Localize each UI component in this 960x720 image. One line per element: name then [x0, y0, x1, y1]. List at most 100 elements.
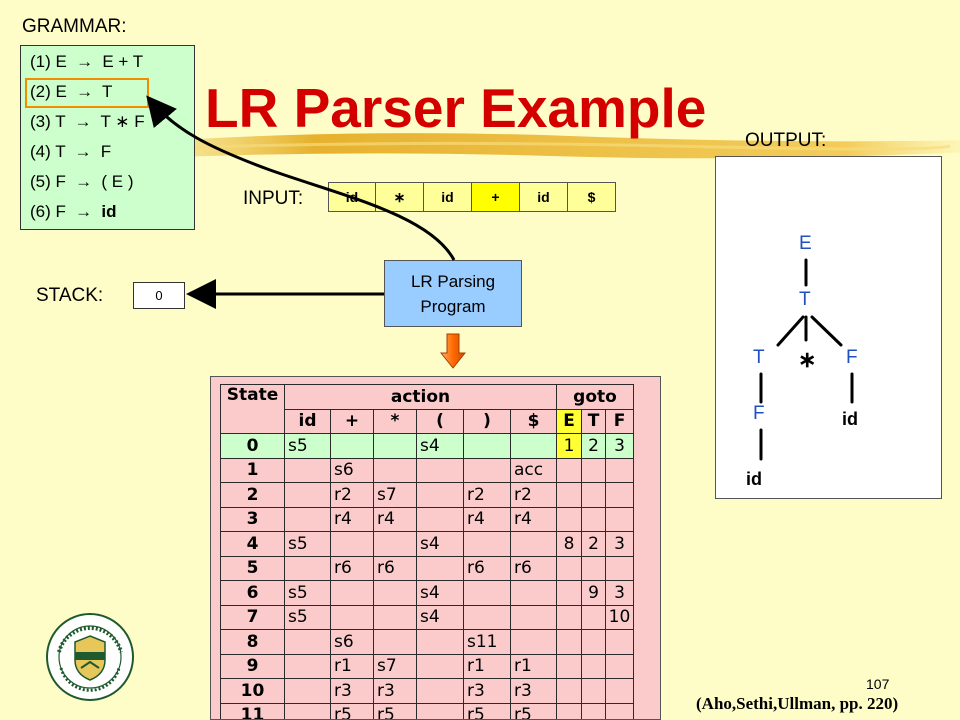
table-action-cell: r2 [330, 482, 374, 508]
table-action-cell [416, 457, 464, 483]
rule-lhs: E [55, 82, 67, 101]
input-token-cell: id [520, 182, 568, 212]
grammar-rule-1: (1) E → E + T [30, 52, 143, 72]
table-action-cell: r5 [330, 702, 374, 719]
table-action-cell [373, 531, 417, 557]
arrow-icon: → [75, 172, 93, 191]
tree-node-F-left: F [753, 403, 765, 424]
table-header-goto: goto [556, 384, 634, 410]
table-action-cell: s11 [463, 629, 511, 655]
rule-lhs: F [55, 202, 66, 221]
table-action-cell [284, 702, 331, 719]
table-goto-cell [556, 457, 582, 483]
table-action-cell: r5 [373, 702, 417, 719]
table-action-cell [416, 653, 464, 679]
table-action-cell [416, 629, 464, 655]
title-brush-stroke [150, 133, 960, 159]
arrow-icon: → [75, 202, 93, 221]
table-action-cell: r4 [373, 506, 417, 532]
grammar-box: (1) E → E + T(2) E → T(3) T → T ∗ F(4) T… [20, 45, 195, 230]
table-action-cell: r4 [330, 506, 374, 532]
table-goto-cell [556, 506, 582, 532]
table-goto-cell: 2 [581, 531, 606, 557]
table-state-cell: 0 [220, 433, 285, 459]
table-action-cell [373, 629, 417, 655]
table-symbol-header: F [605, 408, 634, 434]
table-action-cell [284, 457, 331, 483]
grammar-rule-4: (4) T → F [30, 142, 111, 162]
table-goto-cell [556, 555, 582, 581]
table-state-cell: 6 [220, 580, 285, 606]
table-goto-cell [605, 506, 634, 532]
table-goto-cell: 10 [605, 604, 634, 630]
rule-rhs: id [101, 202, 117, 221]
arrow-icon: → [74, 142, 92, 161]
table-action-cell: s4 [416, 604, 464, 630]
program-label-line1: LR Parsing [410, 271, 496, 291]
table-symbol-header: + [330, 408, 374, 434]
table-state-cell: 2 [220, 482, 285, 508]
table-action-cell [416, 702, 464, 719]
table-goto-cell: 3 [605, 531, 634, 557]
table-state-cell: 7 [220, 604, 285, 630]
rule-rhs: T ∗ F [100, 112, 145, 131]
rule-number: (5) [30, 172, 51, 191]
table-action-cell: r3 [330, 678, 374, 704]
table-action-cell [510, 580, 557, 606]
table-goto-cell: 9 [581, 580, 606, 606]
table-action-cell [416, 555, 464, 581]
table-action-cell: r5 [510, 702, 557, 719]
table-state-cell: 1 [220, 457, 285, 483]
tree-node-E: E [799, 233, 812, 254]
rule-lhs: E [55, 52, 67, 71]
table-action-cell [373, 604, 417, 630]
table-goto-cell: 3 [605, 580, 634, 606]
table-action-cell: s5 [284, 604, 331, 630]
university-of-alberta-logo [46, 613, 134, 701]
table-action-cell [284, 506, 331, 532]
table-symbol-header: ( [416, 408, 464, 434]
citation: (Aho,Sethi,Ullman, pp. 220) [696, 694, 899, 713]
table-action-cell [510, 433, 557, 459]
rule-lhs: F [55, 172, 66, 191]
rule-rhs: T [102, 82, 113, 101]
table-action-cell [284, 482, 331, 508]
table-goto-cell: 3 [605, 433, 634, 459]
table-action-cell [510, 604, 557, 630]
table-goto-cell [581, 629, 606, 655]
table-action-cell [373, 433, 417, 459]
table-goto-cell [605, 678, 634, 704]
rule-number: (1) [30, 52, 51, 71]
table-header-state: State [220, 384, 285, 434]
table-action-cell [510, 629, 557, 655]
table-goto-cell [581, 653, 606, 679]
table-action-cell: r1 [510, 653, 557, 679]
table-action-cell: r4 [463, 506, 511, 532]
table-action-cell: r3 [373, 678, 417, 704]
tree-leaf-id-left: id [746, 469, 762, 489]
input-token-cell: id [424, 182, 472, 212]
stack-label: STACK: [36, 285, 104, 306]
table-action-cell: acc [510, 457, 557, 483]
table-action-cell [330, 580, 374, 606]
table-action-cell [416, 678, 464, 704]
tree-node-F-right: F [846, 347, 858, 368]
table-state-cell: 5 [220, 555, 285, 581]
arrow-icon: → [74, 112, 92, 131]
rule-rhs: ( E ) [101, 172, 134, 191]
table-state-cell: 4 [220, 531, 285, 557]
table-action-cell [463, 580, 511, 606]
table-action-cell: r1 [330, 653, 374, 679]
rule-lhs: T [55, 112, 66, 131]
table-goto-cell [581, 604, 606, 630]
input-token-cell: + [472, 182, 520, 212]
table-action-cell: r6 [463, 555, 511, 581]
grammar-rule-3: (3) T → T ∗ F [30, 112, 145, 132]
table-action-cell: r3 [463, 678, 511, 704]
